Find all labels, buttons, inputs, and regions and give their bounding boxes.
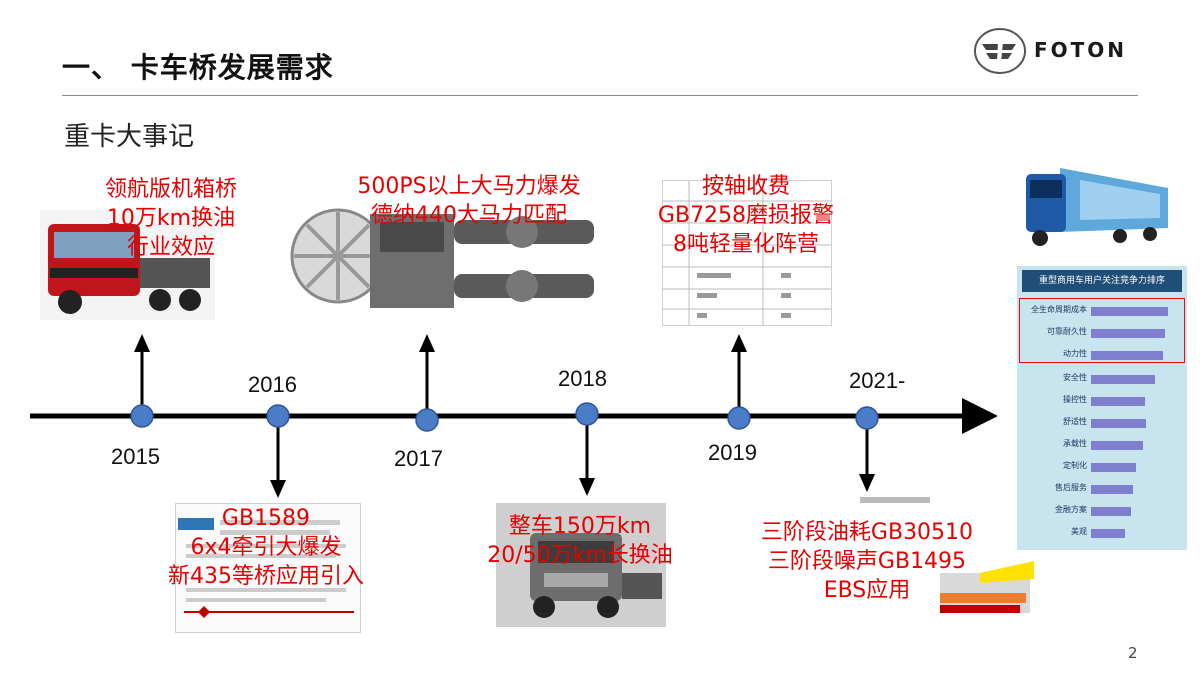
title-divider xyxy=(62,95,1138,96)
ranking-item-bar xyxy=(1091,463,1136,472)
event-2016-line3: 新435等桥应用引入 xyxy=(168,564,364,590)
event-2017-line2: 德纳440大马力匹配 xyxy=(371,203,567,229)
ranking-item-bar xyxy=(1091,351,1163,360)
ranking-item: 安全性 xyxy=(1021,368,1183,390)
engine-axle-image xyxy=(290,192,608,332)
event-2021-line1: 三阶段油耗GB30510 xyxy=(760,520,974,545)
event-2019-text: 按轴收费 GB7258磨损报警 8吨轻量化阵营 xyxy=(646,172,846,259)
event-2021-line3: EBS应用 xyxy=(823,578,911,604)
gb1589-document-image xyxy=(175,503,361,633)
ranking-item-bar xyxy=(1091,307,1168,316)
event-2015-text: 领航版机箱桥 10万km换油 行业效应 xyxy=(96,175,246,262)
ranking-item-bar xyxy=(1091,375,1155,384)
ranking-item: 金融方案 xyxy=(1021,500,1183,522)
ranking-item-label: 操控性 xyxy=(1063,395,1087,404)
ranking-item: 动力性 xyxy=(1021,344,1183,366)
ranking-item: 可靠耐久性 xyxy=(1021,322,1183,344)
grey-truck-image xyxy=(496,503,666,627)
event-2015-line2: 10万km换油 xyxy=(106,206,236,232)
ranking-item-label: 售后服务 xyxy=(1055,483,1087,492)
ranking-panel-title: 重型商用车用户关注竞争力排序 xyxy=(1022,270,1182,292)
year-label-2016: 2016 xyxy=(248,372,297,397)
timeline-node-2015 xyxy=(130,404,154,428)
year-label-2021: 2021- xyxy=(849,368,906,393)
brand-name: FOTON xyxy=(1034,38,1128,62)
ranking-item: 舒适性 xyxy=(1021,412,1183,434)
event-2021-text: 三阶段油耗GB30510 三阶段噪声GB1495 EBS应用 xyxy=(742,518,992,605)
event-2018-text: 整车150万km 20/50万km长换油 xyxy=(470,512,690,570)
ranking-item: 美观 xyxy=(1021,522,1183,544)
timeline-node-2019 xyxy=(727,406,751,430)
ranking-item: 售后服务 xyxy=(1021,478,1183,500)
red-truck-image xyxy=(40,210,215,320)
ranking-item: 定制化 xyxy=(1021,456,1183,478)
year-label-2019: 2019 xyxy=(708,440,757,465)
standards-chart-image xyxy=(790,497,1036,619)
ranking-item-label: 定制化 xyxy=(1063,461,1087,470)
event-2019-line3: 8吨轻量化阵营 xyxy=(673,232,819,258)
section-subtitle: 重卡大事记 xyxy=(64,122,195,152)
page-number: 2 xyxy=(1128,644,1138,662)
event-2021-line2: 三阶段噪声GB1495 xyxy=(767,549,967,575)
foton-logo-icon: FOTON xyxy=(972,24,1142,78)
ranking-item-label: 美观 xyxy=(1071,527,1087,536)
ranking-item: 全生命周期成本 xyxy=(1021,300,1183,322)
ranking-item-bar xyxy=(1091,397,1145,406)
blue-truck-image xyxy=(1020,158,1170,250)
ranking-highlight-box xyxy=(1019,298,1185,363)
timeline-node-2018 xyxy=(575,402,599,426)
event-2015-line3: 行业效应 xyxy=(126,235,215,261)
ranking-item-bar xyxy=(1091,485,1133,494)
year-label-2018: 2018 xyxy=(558,366,607,391)
event-2016-line2: 6x4牵引大爆发 xyxy=(190,535,342,561)
ranking-item-label: 舒适性 xyxy=(1063,417,1087,426)
event-2016-line1: GB1589 xyxy=(221,506,311,531)
timeline-arrowhead xyxy=(962,398,998,434)
event-2017-text: 500PS以上大马力爆发 德纳440大马力匹配 xyxy=(338,172,600,230)
ranking-item-label: 金融方案 xyxy=(1055,505,1087,514)
event-2015-line1: 领航版机箱桥 xyxy=(104,177,237,202)
ranking-item-bar xyxy=(1091,441,1143,450)
ranking-item-label: 动力性 xyxy=(1063,349,1087,358)
ranking-item-bar xyxy=(1091,507,1131,516)
ranking-panel: 重型商用车用户关注竞争力排序 全生命周期成本可靠耐久性动力性安全性操控性舒适性承… xyxy=(1017,266,1187,550)
ranking-item: 承载性 xyxy=(1021,434,1183,456)
ranking-item-bar xyxy=(1091,529,1125,538)
ranking-item-label: 全生命周期成本 xyxy=(1031,305,1087,314)
ranking-item-label: 可靠耐久性 xyxy=(1047,327,1087,336)
event-2016-text: GB1589 6x4牵引大爆发 新435等桥应用引入 xyxy=(128,504,404,591)
year-label-2015: 2015 xyxy=(111,444,160,469)
event-2019-line2: GB7258磨损报警 xyxy=(657,203,835,229)
event-2017-line1: 500PS以上大马力爆发 xyxy=(357,174,581,199)
event-2018-line1: 整车150万km xyxy=(508,514,652,539)
year-label-2017: 2017 xyxy=(394,446,443,471)
timeline-node-2016 xyxy=(266,404,290,428)
ranking-item-bar xyxy=(1091,329,1165,338)
event-2018-line2: 20/50万km长换油 xyxy=(487,543,673,569)
ranking-item-label: 安全性 xyxy=(1063,373,1087,382)
event-2019-line1: 按轴收费 xyxy=(701,174,790,199)
timeline-node-2017 xyxy=(415,408,439,432)
ranking-item-label: 承载性 xyxy=(1063,439,1087,448)
ranking-item-bar xyxy=(1091,419,1146,428)
timeline-node-2021 xyxy=(855,406,879,430)
slide-title: 一、 卡车桥发展需求 xyxy=(62,51,334,84)
gb7258-table-image xyxy=(662,180,832,326)
ranking-item: 操控性 xyxy=(1021,390,1183,412)
